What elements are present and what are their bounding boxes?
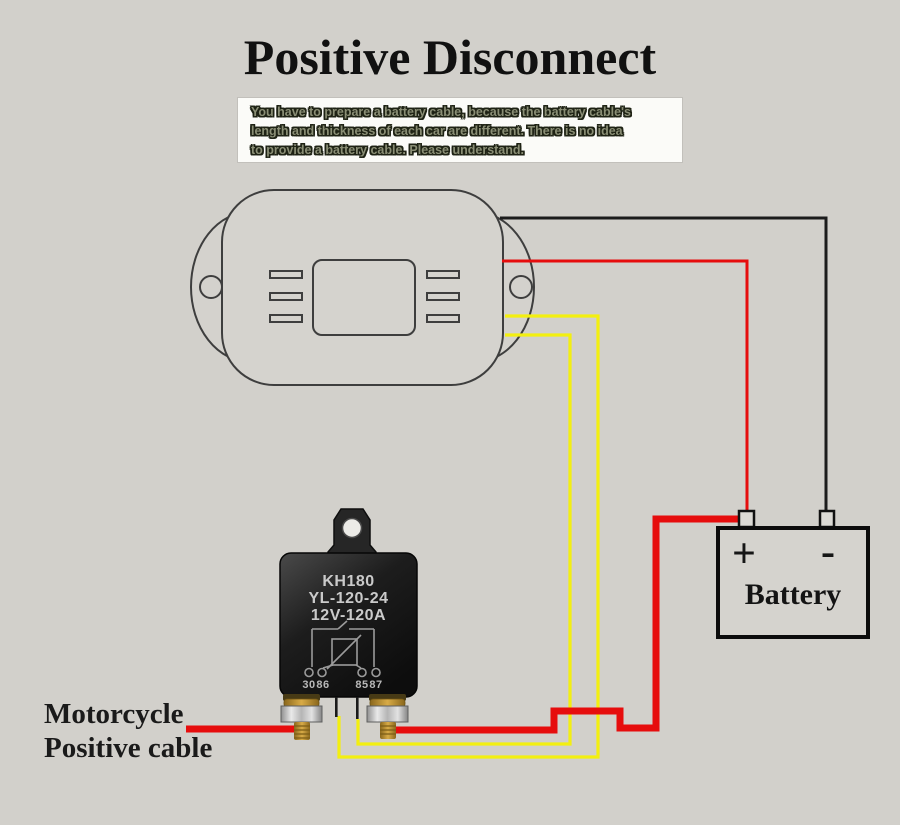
note-line-1: You have to prepare a battery cable, bec… bbox=[251, 105, 631, 119]
note-box: You have to prepare a battery cable, bec… bbox=[238, 98, 682, 162]
relay-body bbox=[279, 552, 418, 698]
motorcycle-cable-label-line1: Motorcycle bbox=[44, 698, 184, 730]
note-line-2: length and thickness of each car are dif… bbox=[251, 124, 623, 138]
note-line-3: to provide a battery cable. Please under… bbox=[251, 143, 525, 157]
relay-pin-85-label: 85 bbox=[355, 679, 369, 691]
relay-schematic bbox=[304, 620, 381, 678]
thick-red-battery-cable bbox=[392, 515, 749, 734]
battery-plus-sign: + bbox=[732, 531, 756, 577]
receiver-body bbox=[221, 189, 504, 386]
relay-mount-hole bbox=[341, 517, 363, 539]
relay-part-number: YL-120-24 bbox=[308, 590, 389, 607]
battery-drawing bbox=[716, 509, 870, 639]
relay-pin-30-label: 30 bbox=[302, 679, 316, 691]
battery-negative-terminal bbox=[818, 509, 836, 529]
relay-coil-pin-left bbox=[335, 697, 338, 717]
page-title: Positive Disconnect bbox=[243, 29, 657, 85]
yellow-trigger-wire-1 bbox=[337, 314, 600, 759]
battery-label: Battery bbox=[744, 578, 842, 611]
receiver-right-screw-hole bbox=[509, 275, 533, 299]
receiver-vent-slots bbox=[269, 270, 460, 323]
receiver-center-panel bbox=[312, 259, 416, 336]
relay-pin-86-label: 86 bbox=[316, 679, 330, 691]
motorcycle-cable-label: Motorcycle Positive cable bbox=[44, 697, 212, 765]
relay-pin-87-label: 87 bbox=[369, 679, 383, 691]
battery-minus-sign: - bbox=[821, 529, 835, 575]
battery-case bbox=[716, 526, 870, 639]
relay-rating: 12V-120A bbox=[310, 607, 387, 624]
black-ground-wire bbox=[500, 216, 828, 511]
wires bbox=[186, 216, 828, 759]
receiver-left-screw-hole bbox=[199, 275, 223, 299]
receiver-module-drawing bbox=[190, 189, 535, 386]
relay-drawing bbox=[279, 508, 418, 740]
relay-terminal-left bbox=[280, 694, 323, 740]
relay-terminal-right bbox=[366, 694, 409, 739]
red-power-wire bbox=[502, 259, 749, 511]
relay-coil-pin-right bbox=[356, 697, 359, 719]
yellow-trigger-wire-2 bbox=[356, 333, 572, 746]
relay-markings: KH180 YL-120-24 12V-120A bbox=[280, 573, 417, 624]
relay-model: KH180 bbox=[322, 573, 375, 590]
motorcycle-cable-label-line2: Positive cable bbox=[44, 732, 213, 764]
battery-positive-terminal bbox=[737, 509, 756, 529]
